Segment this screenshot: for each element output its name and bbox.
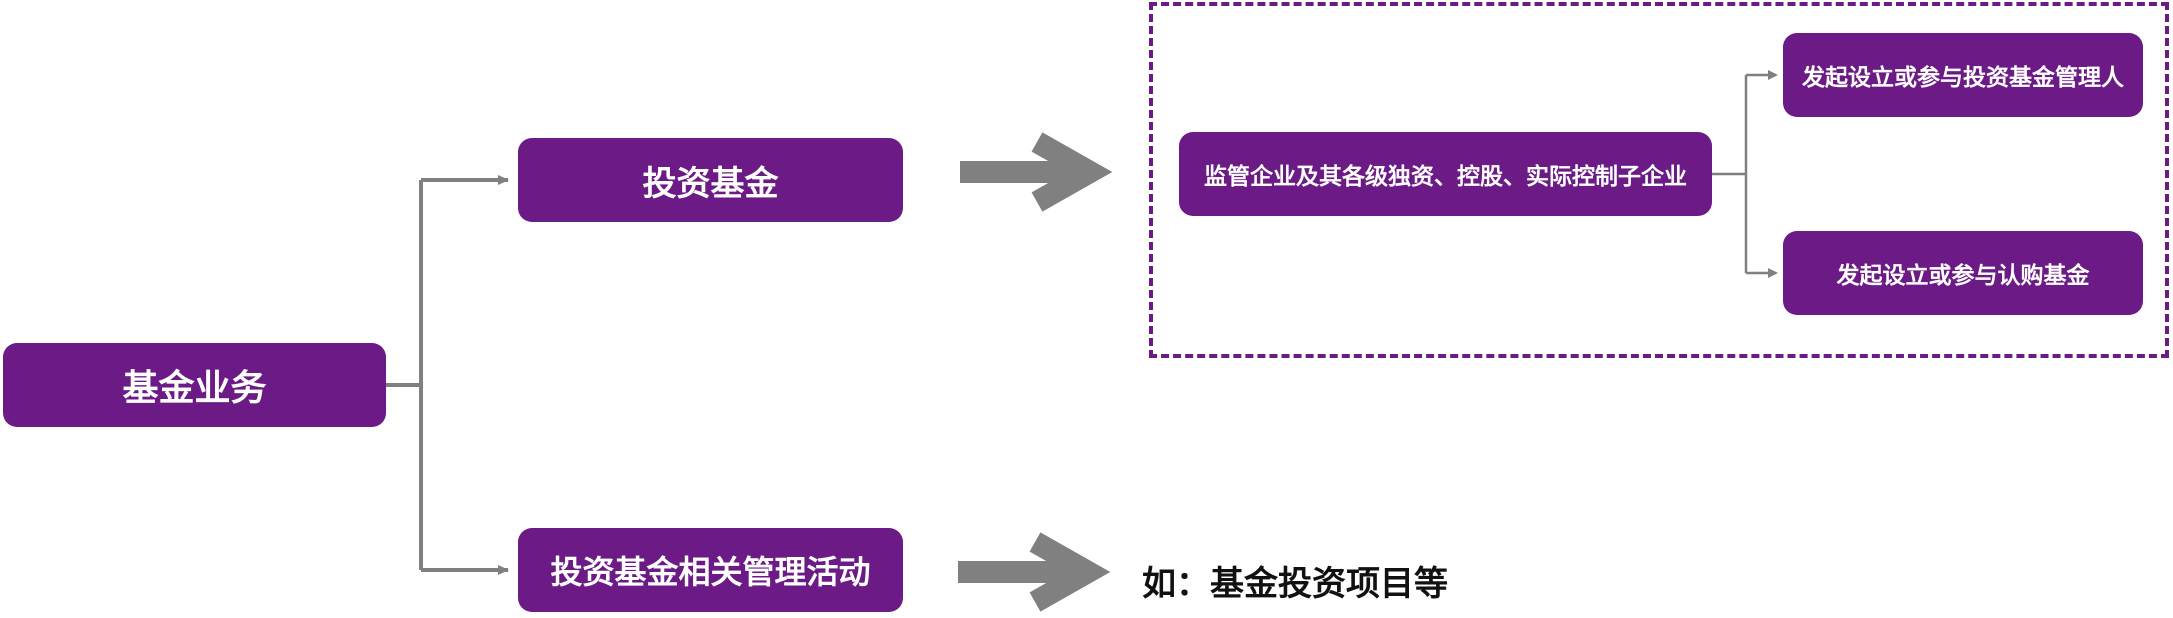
big-arrow-bottom [958,532,1111,612]
root-branch-connector [386,175,509,575]
scope-action-node-manager: 发起设立或参与投资基金管理人 [1783,33,2143,117]
root-node: 基金业务 [3,343,386,427]
scope-subject-node: 监管企业及其各级独资、控股、实际控制子企业 [1179,132,1712,216]
branch-node-fund-management-activities: 投资基金相关管理活动 [518,528,903,612]
branch-node-investment-fund: 投资基金 [518,138,903,222]
scope-dashed-frame [1149,2,2169,358]
example-text: 如：基金投资项目等 [1142,564,1448,604]
scope-action-node-subscribe: 发起设立或参与认购基金 [1783,231,2143,315]
big-arrow-top [960,132,1113,212]
scope-connector [1712,70,1778,278]
